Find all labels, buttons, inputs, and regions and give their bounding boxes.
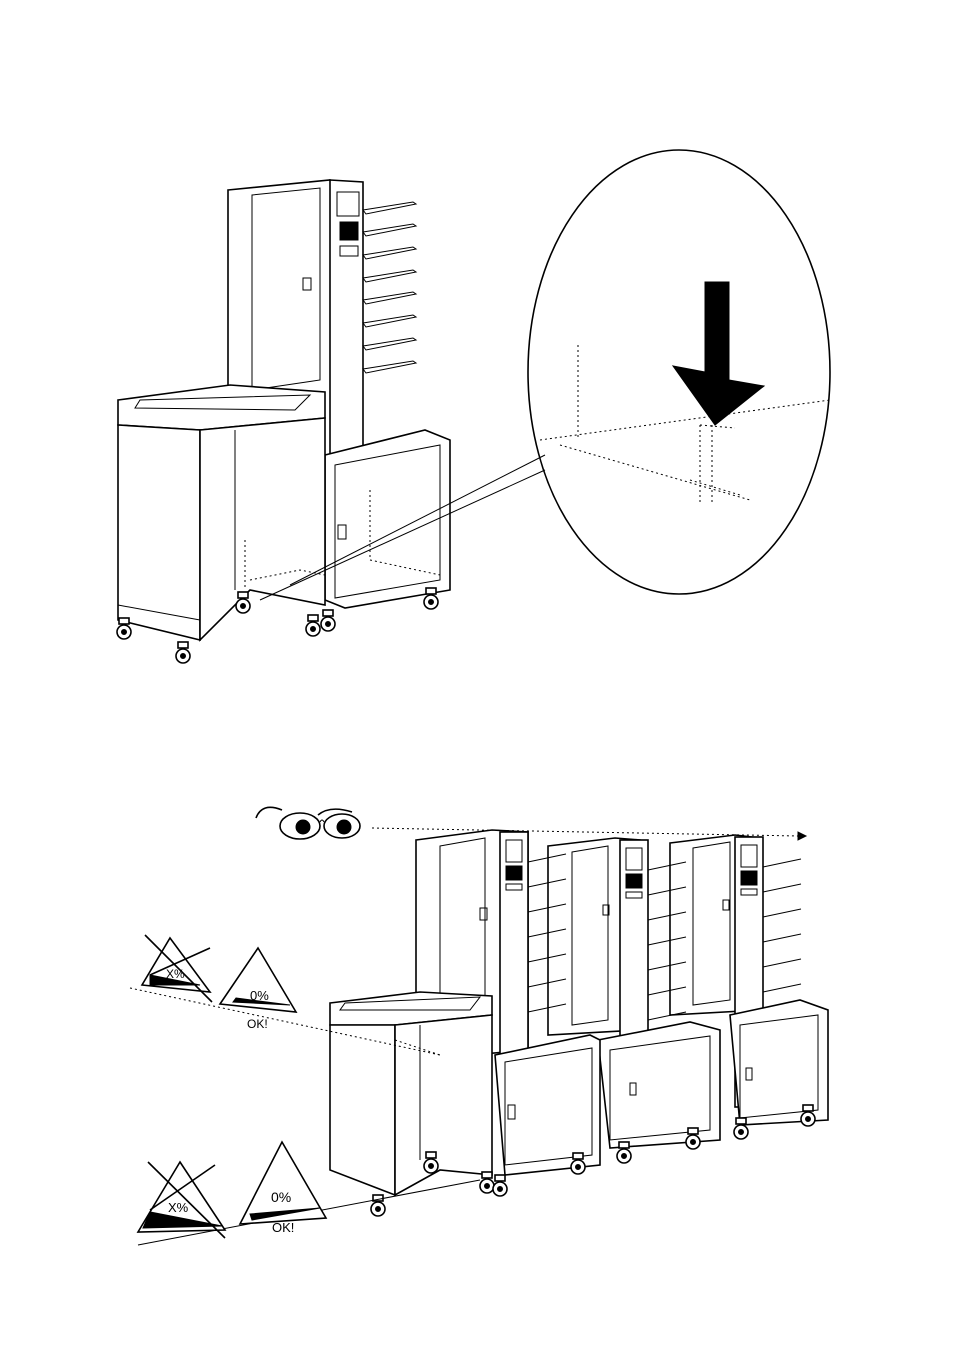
sign-bad-label: X%	[166, 967, 185, 981]
magnified-detail	[528, 150, 830, 594]
down-arrow-icon	[673, 282, 764, 425]
level-sign-wrong-lower: X%	[138, 1162, 225, 1238]
caster-wheel	[306, 615, 320, 636]
sign-bad-label: X%	[168, 1200, 189, 1215]
caster-wheel	[176, 642, 190, 663]
level-sign-wrong-upper: X%	[142, 935, 212, 1002]
sign-good-label: 0%	[271, 1189, 291, 1205]
level-sign-ok-lower: 0% OK!	[240, 1142, 326, 1235]
glasses-icon	[256, 807, 360, 839]
caster-wheel	[236, 592, 250, 613]
sign-ok-text: OK!	[247, 1017, 268, 1031]
top-figure	[117, 150, 830, 663]
caster-wheel	[321, 610, 335, 631]
caster-wheel	[117, 618, 131, 639]
feeder-table	[118, 385, 325, 640]
sign-good-label: 0%	[250, 988, 269, 1003]
feeder-table-bottom	[330, 992, 492, 1195]
level-sign-ok-upper: 0% OK!	[220, 948, 296, 1031]
bottom-figure: X% 0% OK! X% 0% OK!	[130, 807, 828, 1245]
caster-wheel	[424, 588, 438, 609]
sign-ok-text: OK!	[272, 1220, 294, 1235]
